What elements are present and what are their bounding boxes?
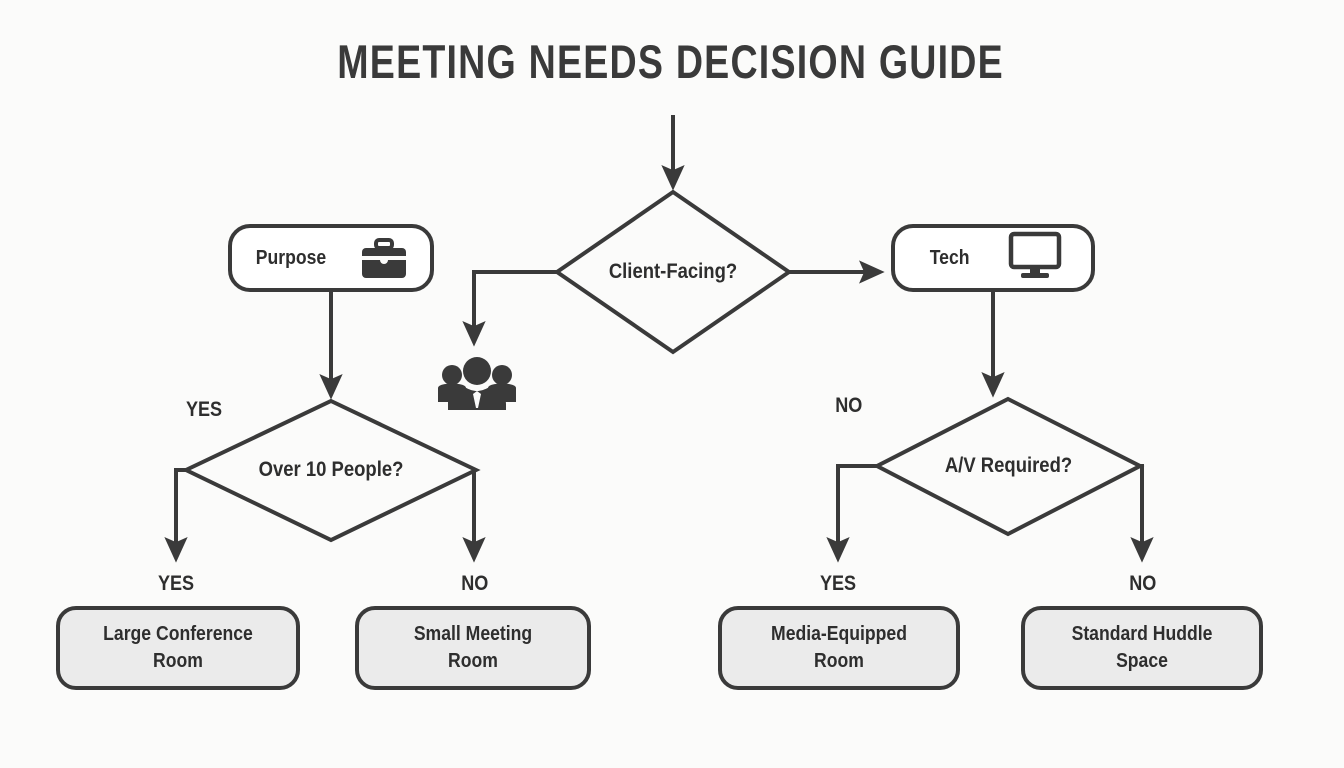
result-box-shape-1 [355,606,591,690]
result-box-label-1: Small Meeting Room [371,621,575,675]
decision-client-facing-shape [553,189,793,355]
node-tech-shape [891,224,1095,292]
node-purpose-label: Purpose [255,247,327,269]
edge-label-av-no: NO [1129,572,1157,595]
decision-over-10-people-shape [181,398,481,543]
edge-av-no [1130,464,1154,563]
result-line-2: Room [448,650,498,672]
edge-size-no [462,468,486,563]
result-line-1: Small Meeting [413,623,533,645]
result-line-1: Standard Huddle [1071,623,1213,645]
result-line-2: Space [1116,650,1168,672]
result-box-label-3: Standard Huddle Space [1037,621,1246,675]
edge-label-tech-no: NO [835,394,863,417]
decision-av-required-shape [872,396,1145,537]
result-line-1: Media-Equipped [771,623,907,645]
result-box-shape-0 [56,606,300,690]
result-box-shape-3 [1021,606,1263,690]
monitor-icon [1008,231,1062,278]
edge-label-size-no: NO [461,572,489,595]
edge-size-yes [164,468,188,563]
result-box-label-0: Large Conference Room [72,621,283,675]
decision-client-facing-label: Client-Facing? [608,260,738,283]
people-group-icon [438,357,516,410]
decision-av-required-label: A/V Required? [944,454,1073,477]
briefcase-icon [362,238,406,278]
edge-label-av-yes: YES [819,572,857,595]
edge-client-facing-left [462,270,557,347]
edge-av-yes [826,464,877,563]
result-box-label-2: Media-Equipped Room [734,621,943,675]
page-title: MEETING NEEDS DECISION GUIDE [337,35,1004,88]
decision-over-10-people-label: Over 10 People? [258,458,404,481]
result-line-2: Room [153,650,203,672]
edge-label-purpose-yes: YES [185,398,223,421]
result-line-2: Room [814,650,864,672]
edge-label-size-yes: YES [157,572,195,595]
result-line-1: Large Conference [103,623,253,645]
result-box-shape-2 [718,606,960,690]
node-tech-label: Tech [929,247,970,269]
